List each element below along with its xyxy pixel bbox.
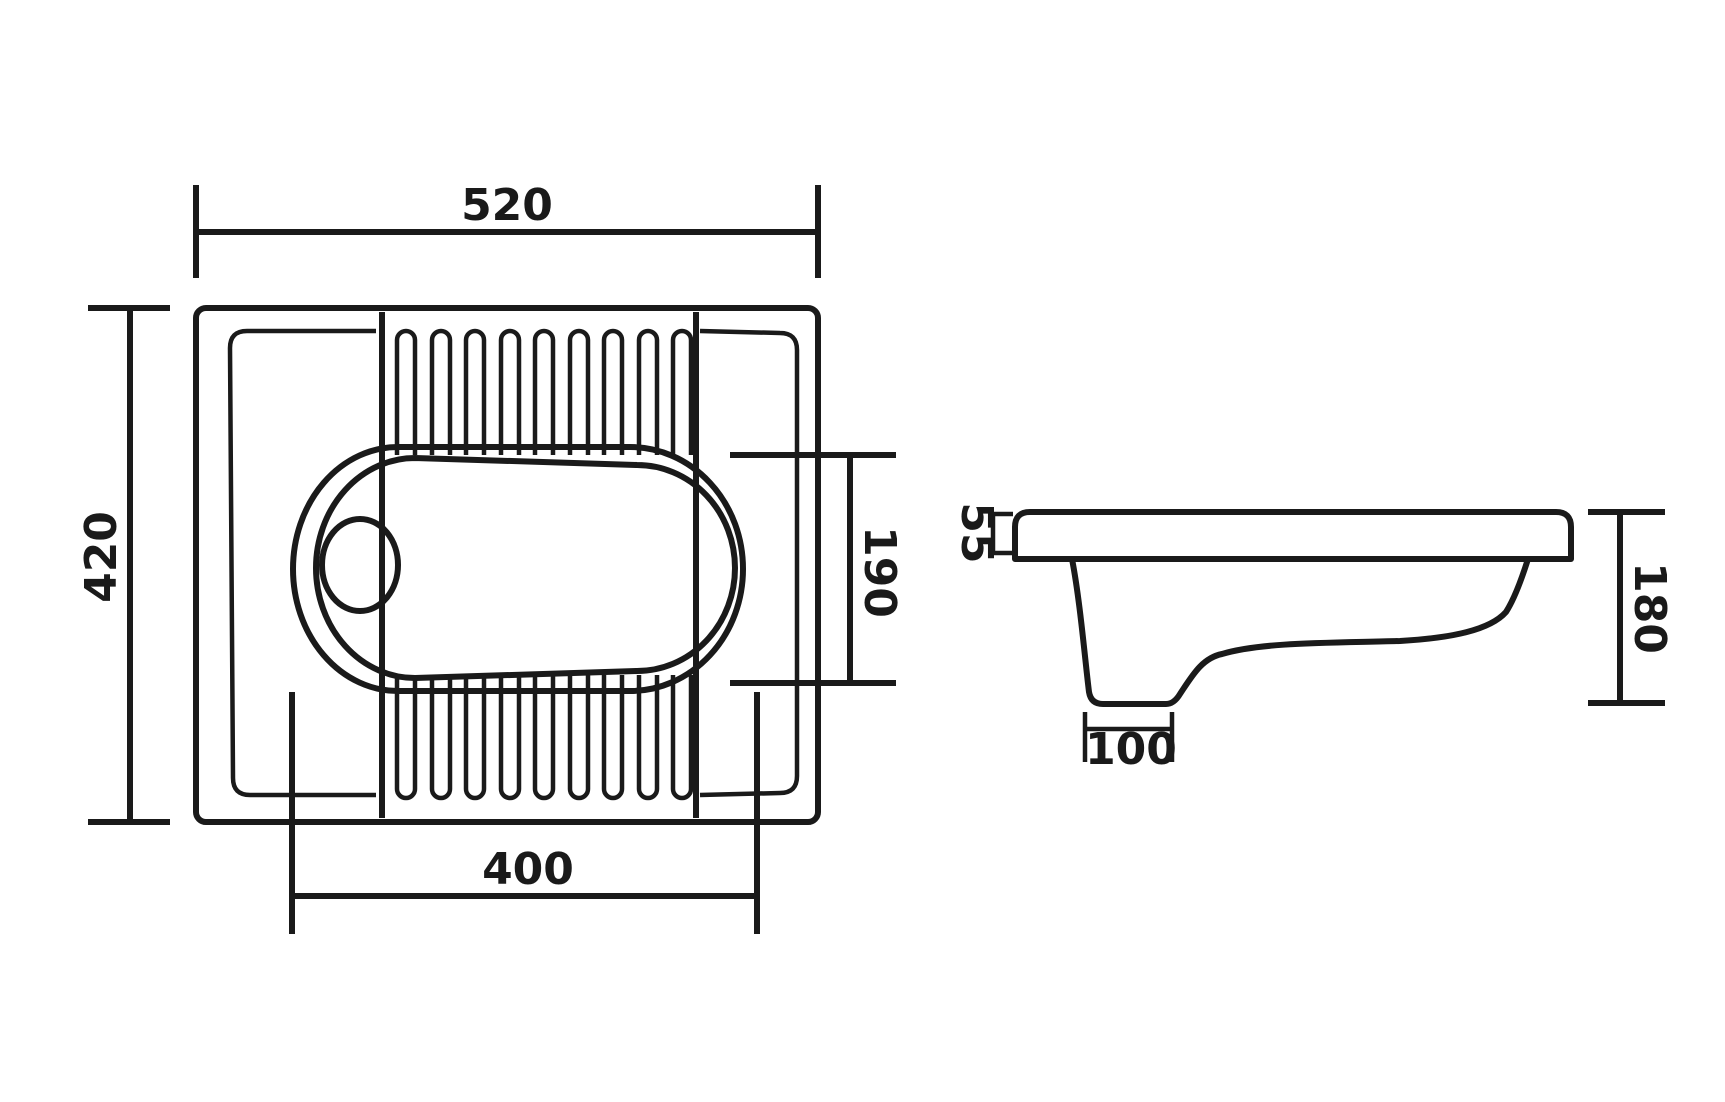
dimension-side-height: 180 [1588,509,1675,706]
dimension-label-bottom-width: 400 [482,844,574,895]
dimension-label-height: 420 [76,511,127,603]
bottom-ribs [394,675,694,801]
dimension-label-top-width: 520 [461,180,553,231]
bowl-outer-rim [290,444,746,694]
dimension-rim-height: 55 [951,502,1013,564]
left-foot-pad [227,328,376,798]
outer-slab [193,305,821,825]
dimension-top-width: 520 [193,180,821,278]
bowl-inner [313,455,738,681]
side-view [1012,509,1574,707]
top-ribs [394,328,694,455]
dimension-label-bowl-width: 190 [854,526,905,618]
dimension-label-side-height: 180 [1624,562,1675,654]
side-rim [1012,509,1574,562]
dimension-height: 420 [76,305,170,825]
dimension-bowl-width: 190 [730,452,905,686]
outlet-hole [319,516,401,614]
side-bowl-body [1069,558,1531,707]
dimension-label-rim-height: 55 [951,502,1002,563]
top-view [193,305,821,825]
dimension-outlet-width: 100 [1082,712,1177,775]
dimension-label-outlet-width: 100 [1085,724,1177,775]
dimension-bottom-width: 400 [289,692,760,934]
right-foot-pad [699,328,800,798]
